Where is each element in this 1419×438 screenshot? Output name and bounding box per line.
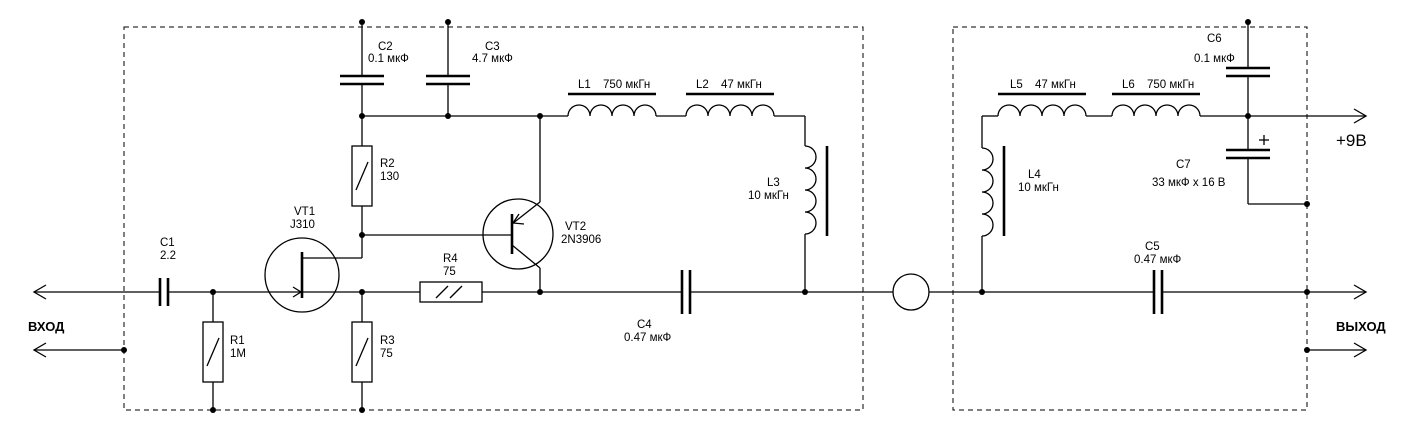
vt1-ref: VT1 bbox=[294, 206, 315, 218]
coax-cable-symbol bbox=[892, 273, 982, 311]
r4-value: 75 bbox=[443, 266, 456, 278]
l2-value: 47 мкГн bbox=[721, 79, 762, 91]
c6-ref: C6 bbox=[1207, 33, 1222, 45]
c4-ref: C4 bbox=[637, 319, 652, 331]
transistor-vt2 bbox=[482, 116, 554, 292]
c5-ref: C5 bbox=[1145, 241, 1160, 253]
input-arrows bbox=[32, 284, 160, 358]
r3-ref: R3 bbox=[380, 335, 395, 347]
inductor-l2 bbox=[685, 92, 775, 117]
l6-ref: L6 bbox=[1122, 79, 1135, 91]
c3-ref: C3 bbox=[485, 41, 500, 53]
vt2-value: 2N3906 bbox=[561, 234, 601, 246]
right-module-box bbox=[952, 26, 1308, 411]
transistor-vt1 bbox=[264, 237, 362, 313]
l4-value: 10 мкГн bbox=[1018, 182, 1059, 194]
r4-ref: R4 bbox=[443, 253, 458, 265]
l3-value: 10 мкГн bbox=[748, 190, 789, 202]
c3-value: 4.7 мкФ bbox=[472, 53, 513, 65]
inductor-l4 bbox=[981, 146, 1006, 237]
output-arrows bbox=[1162, 284, 1368, 358]
l5-value: 47 мкГн bbox=[1035, 79, 1076, 91]
r2-ref: R2 bbox=[380, 158, 395, 170]
capacitor-c1 bbox=[158, 278, 268, 306]
output-label: ВЫХОД bbox=[1336, 319, 1386, 334]
capacitor-c5 bbox=[1152, 270, 1164, 314]
l1-ref: L1 bbox=[578, 79, 591, 91]
c7-ref: C7 bbox=[1176, 159, 1191, 171]
r2-value: 130 bbox=[380, 171, 399, 183]
c7-value: 33 мкФ x 16 В bbox=[1152, 177, 1226, 189]
c1-ref: C1 bbox=[160, 237, 175, 249]
vt1-value: J310 bbox=[290, 219, 315, 231]
supply-label: +9В bbox=[1336, 131, 1367, 150]
inductor-l6 bbox=[1111, 92, 1201, 117]
c1-value: 2.2 bbox=[160, 250, 176, 262]
capacitor-c2 bbox=[340, 22, 384, 116]
c2-ref: C2 bbox=[378, 41, 393, 53]
r1-value: 1M bbox=[230, 348, 246, 360]
input-label: ВХОД bbox=[28, 319, 65, 334]
capacitor-c7 bbox=[1226, 116, 1307, 205]
vt2-ref: VT2 bbox=[565, 221, 586, 233]
c4-value: 0.47 мкФ bbox=[624, 332, 672, 344]
capacitor-c6 bbox=[1226, 22, 1270, 116]
c2-value: 0.1 мкФ bbox=[368, 53, 409, 65]
resistor-r4 bbox=[419, 281, 483, 303]
r3-value: 75 bbox=[380, 348, 393, 360]
l4-ref: L4 bbox=[1028, 169, 1041, 181]
r1-ref: R1 bbox=[230, 335, 245, 347]
resistor-r3 bbox=[351, 321, 373, 383]
l1-value: 750 мкГн bbox=[603, 79, 650, 91]
c6-value: 0.1 мкФ bbox=[1194, 53, 1235, 65]
inductor-l5 bbox=[997, 92, 1087, 117]
l5-ref: L5 bbox=[1010, 79, 1023, 91]
left-module-box bbox=[123, 26, 864, 411]
l6-value: 750 мкГн bbox=[1147, 79, 1194, 91]
inductor-l3 bbox=[804, 145, 829, 236]
l3-ref: L3 bbox=[767, 177, 780, 189]
capacitor-c4 bbox=[680, 270, 692, 314]
resistor-r2 bbox=[351, 145, 373, 207]
inductor-l1 bbox=[567, 92, 657, 117]
resistor-r1 bbox=[202, 321, 224, 383]
capacitor-c3 bbox=[426, 22, 470, 116]
c5-value: 0.47 мкФ bbox=[1134, 254, 1182, 266]
l2-ref: L2 bbox=[696, 79, 709, 91]
